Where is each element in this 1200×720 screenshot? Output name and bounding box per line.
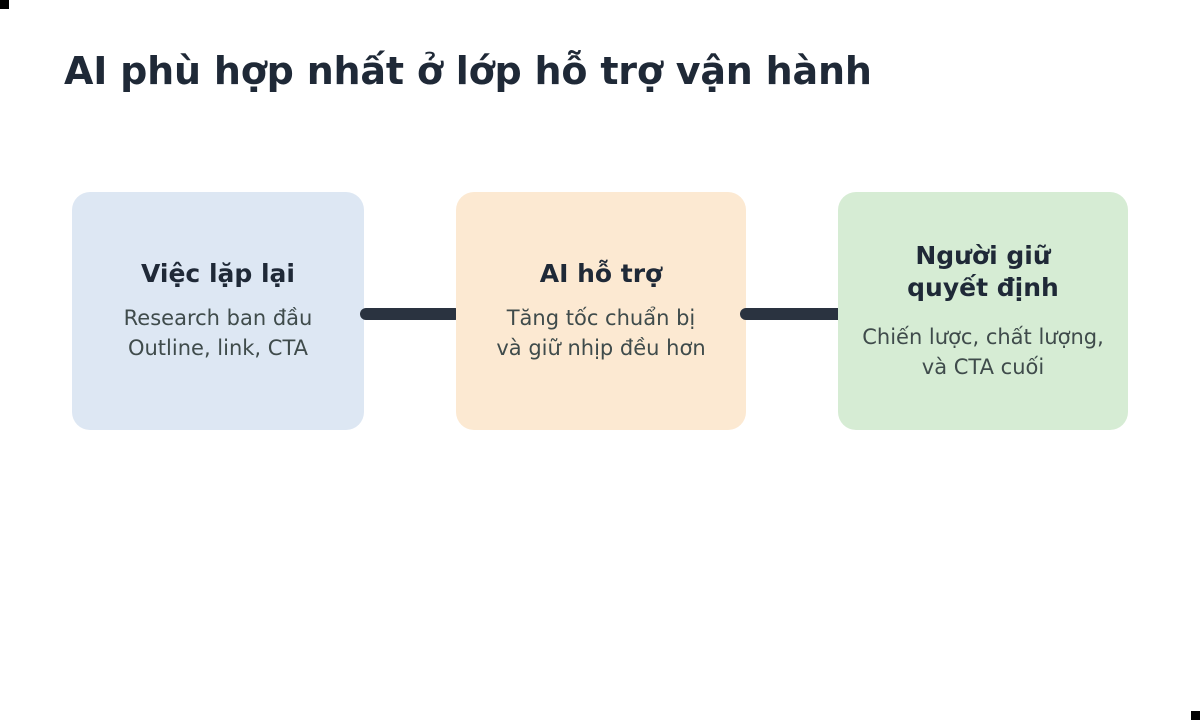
flow-card-body-line-1: Research ban đầu <box>123 306 313 331</box>
corner-marker-top-left <box>0 0 9 9</box>
flow-card-body-line-2: và giữ nhịp đều hơn <box>496 336 706 360</box>
page-title: AI phù hợp nhất ở lớp hỗ trợ vận hành <box>64 49 872 93</box>
flow-card-ai-ho-tro[interactable]: AI hỗ trợ Tăng tốc chuẩn bị và giữ nhịp … <box>456 192 746 430</box>
flow-connector-2 <box>740 308 845 320</box>
process-flow-diagram: Việc lặp lại Research ban đầu Outline, l… <box>0 192 1200 432</box>
flow-card-body-line-2: Outline, link, CTA <box>127 336 309 360</box>
flow-card-viec-lap-lai[interactable]: Việc lặp lại Research ban đầu Outline, l… <box>72 192 364 430</box>
flow-card-body-line-1: Chiến lược, chất lượng, <box>862 324 1104 349</box>
flow-card-body: Tăng tốc chuẩn bị và giữ nhịp đều hơn <box>496 304 705 364</box>
flow-card-title-line-1: Người giữ <box>915 240 1051 270</box>
corner-marker-bottom-right <box>1191 711 1200 720</box>
flow-card-title-line-2: quyết định <box>907 273 1059 303</box>
flow-card-body: Research ban đầu Outline, link, CTA <box>124 304 313 364</box>
flow-card-body-line-2: và CTA cuối <box>921 354 1045 379</box>
flow-connector-1 <box>360 308 461 320</box>
flow-card-body-line-1: Tăng tốc chuẩn bị <box>506 306 696 331</box>
flow-card-title: Người giữ quyết định <box>907 240 1059 305</box>
flow-card-title: AI hỗ trợ <box>539 259 663 289</box>
flow-card-body: Chiến lược, chất lượng, và CTA cuối <box>862 323 1104 383</box>
flow-card-nguoi-giu-quyet-dinh[interactable]: Người giữ quyết định Chiến lược, chất lư… <box>838 192 1128 430</box>
flow-card-title: Việc lặp lại <box>140 259 295 289</box>
